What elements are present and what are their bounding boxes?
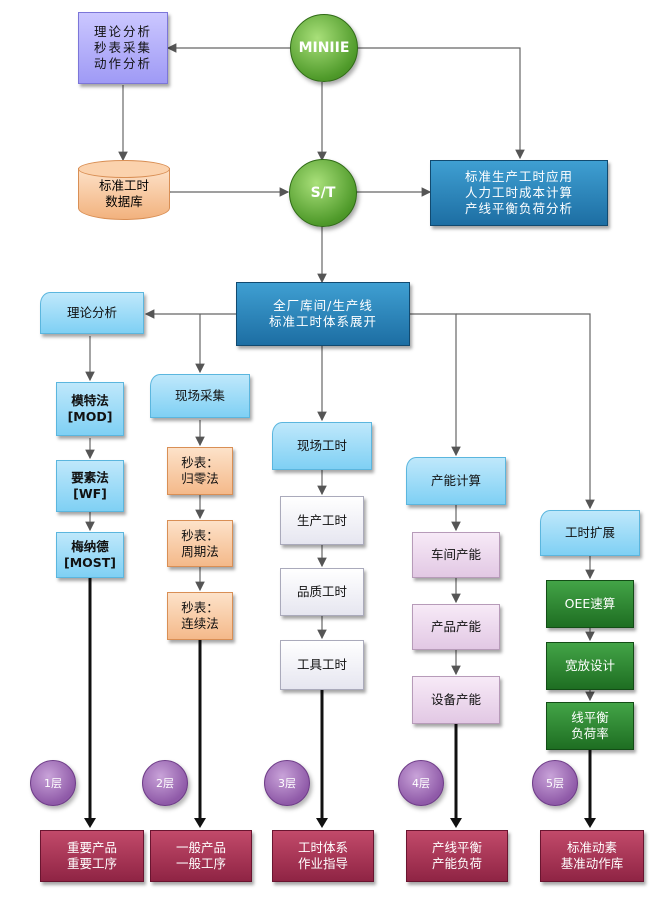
col1-item-2: 要素法 [WF] <box>56 460 124 512</box>
col5-result: 标准动素 基准动作库 <box>540 830 644 882</box>
col1-header: 理论分析 <box>40 292 144 334</box>
theory-analysis-box: 理论分析 秒表采集 动作分析 <box>78 12 168 84</box>
col3-layer-badge: 3层 <box>264 760 310 806</box>
col5-layer-badge: 5层 <box>532 760 578 806</box>
col4-layer-badge: 4层 <box>398 760 444 806</box>
col4-result: 产线平衡 产能负荷 <box>406 830 508 882</box>
col4-item-3: 设备产能 <box>412 676 500 724</box>
col5-item-3: 线平衡 负荷率 <box>546 702 634 750</box>
col2-layer-badge: 2层 <box>142 760 188 806</box>
col2-header: 现场采集 <box>150 374 250 418</box>
col4-item-1: 车间产能 <box>412 532 500 578</box>
st-node: S/T <box>289 159 357 227</box>
col3-item-2: 品质工时 <box>280 568 364 616</box>
col4-header: 产能计算 <box>406 457 506 505</box>
standard-time-database: 标准工时 数据库 <box>78 158 170 224</box>
col3-item-3: 工具工时 <box>280 640 364 690</box>
col1-layer-badge: 1层 <box>30 760 76 806</box>
application-box: 标准生产工时应用 人力工时成本计算 产线平衡负荷分析 <box>430 160 608 226</box>
col1-item-1: 模特法 [MOD] <box>56 382 124 436</box>
col5-item-1: OEE速算 <box>546 580 634 628</box>
col5-header: 工时扩展 <box>540 510 640 556</box>
col3-result: 工时体系 作业指导 <box>272 830 374 882</box>
col2-item-3: 秒表： 连续法 <box>167 592 233 640</box>
col2-item-2: 秒表： 周期法 <box>167 520 233 567</box>
col1-item-3: 梅纳德 [MOST] <box>56 532 124 578</box>
col3-header: 现场工时 <box>272 422 372 470</box>
database-top <box>78 160 170 178</box>
system-expansion-box: 全厂库间/生产线 标准工时体系展开 <box>236 282 410 346</box>
col2-item-1: 秒表： 归零法 <box>167 447 233 495</box>
col4-item-2: 产品产能 <box>412 604 500 650</box>
col2-result: 一般产品 一般工序 <box>150 830 252 882</box>
col1-result: 重要产品 重要工序 <box>40 830 144 882</box>
miniie-node: MINIIE <box>290 14 358 82</box>
col5-item-2: 宽放设计 <box>546 642 634 690</box>
col3-item-1: 生产工时 <box>280 496 364 545</box>
